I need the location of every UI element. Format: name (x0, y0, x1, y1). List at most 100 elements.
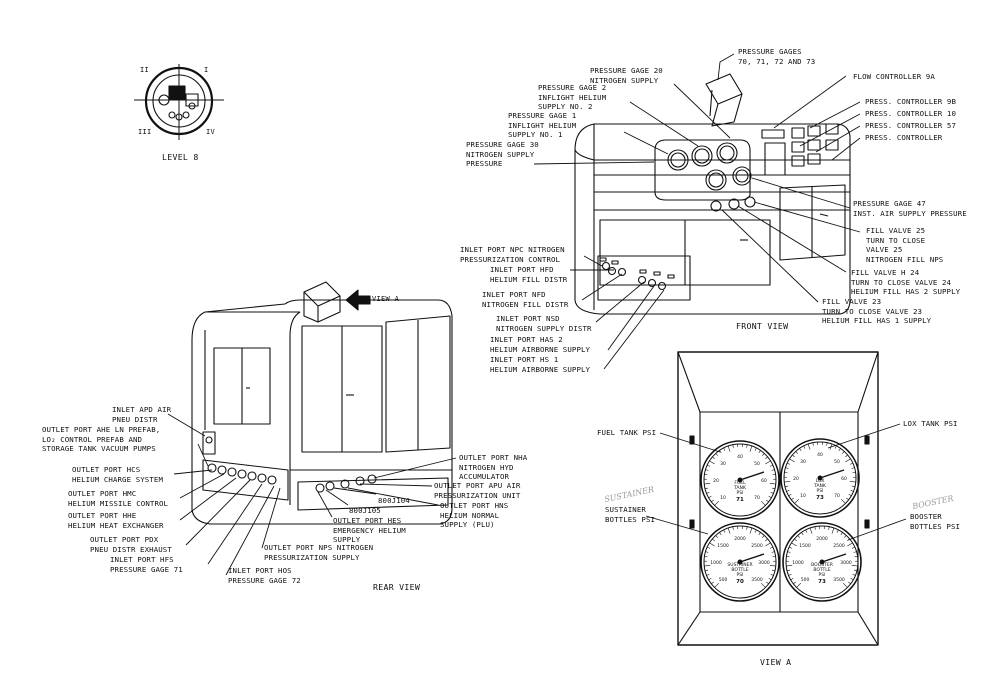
dial-tick-label: 1500 (799, 543, 811, 549)
label-line: PRESSURE GAGE 1 (508, 111, 577, 120)
dial-tick-label: 1000 (710, 560, 722, 566)
label-line: VALVE 25 (866, 245, 903, 255)
label-line: PRESSURIZATION SUPPLY (264, 552, 360, 562)
label-800j104: 800J104 (378, 496, 410, 506)
label-line: TURN TO CLOSE (866, 235, 926, 245)
label-line: NITROGEN SUPPLY (590, 75, 659, 85)
dial-tick-label: 500 (719, 577, 728, 583)
dial-face-label: BOOSTER (811, 562, 833, 568)
dial-tick-label: 1500 (717, 543, 729, 549)
dial-tick-label: 3500 (751, 577, 763, 583)
view-a-arrow-label: VIEW A (372, 295, 400, 303)
dial-tick-label: 2500 (751, 543, 763, 549)
label-line: OUTLET PORT APU AIR (434, 481, 521, 490)
label-line: OUTLET PORT NHA (459, 453, 528, 462)
label-line: PRESS. CONTROLLER 10 (865, 109, 956, 118)
label-line: HELIUM NORMAL (440, 510, 500, 520)
label-line: OUTLET PORT AHE LN PREFAB, (42, 425, 161, 434)
dial-face-label: BOTTLE (731, 567, 748, 573)
dial-face-label: TANK (733, 485, 747, 491)
rear-cabinet (191, 281, 453, 525)
label-line: OUTLET PORT HCS (72, 465, 141, 474)
label-line: BOTTLES PSI (910, 521, 961, 531)
dial-tick-label: 30 (800, 459, 806, 465)
label-line: 70, 71, 72 AND 73 (738, 56, 816, 66)
label-line: EMERGENCY HELIUM (333, 525, 406, 535)
label-line: HELIUM MISSILE CONTROL (68, 498, 169, 508)
view-a-dials: 10203040506070FUELTANKPSI711020304050607… (700, 438, 862, 602)
label-flow-controller-9a: FLOW CONTROLLER 9A (853, 72, 935, 82)
label-line: INLET PORT HS 1 (490, 355, 559, 364)
label-line: HELIUM AIRBORNE SUPPLY (490, 364, 591, 374)
label-line: OUTLET PORT HNS (440, 501, 509, 510)
front-view-title: FRONT VIEW (736, 321, 789, 331)
dial-tick-label: 40 (737, 454, 743, 460)
label-line: FILL VALVE H 24 (851, 268, 920, 277)
dial-face-label: FUEL (734, 480, 746, 486)
label-press-controller-57: PRESS. CONTROLLER 57 (865, 121, 956, 131)
label-line: INLET PORT HFS (110, 555, 174, 564)
label-line: SUPPLY NO. 1 (508, 130, 563, 140)
label-line: PRESS. CONTROLLER 57 (865, 121, 956, 130)
dial-face-label: SUSTAINER (727, 562, 752, 568)
quadrant-label-3: III (138, 128, 152, 136)
dial-number: 73 (818, 579, 826, 585)
label-line: NITROGEN FILL NPS (866, 254, 944, 264)
label-line: FILL VALVE 25 (866, 226, 926, 235)
label-line: PRESSURIZATION CONTROL (460, 254, 561, 264)
label-line: HELIUM FILL HAS 2 SUPPLY (851, 287, 961, 297)
label-line: SUPPLY (333, 535, 361, 545)
dial-tick-label: 50 (834, 459, 840, 465)
label-line: SUPPLY NO. 2 (538, 102, 593, 112)
dial-face-label: PSI (819, 572, 826, 578)
label-line: OUTLET PORT HES (333, 516, 402, 525)
quadrant-label-1: I (204, 66, 209, 74)
label-line: PRESSURE GAGE 30 (466, 140, 539, 149)
label-line: INLET PORT NFD (482, 290, 546, 299)
label-outlet-port-ahe: OUTLET PORT AHE LN PREFAB,LO₂ CONTROL PR… (42, 425, 160, 454)
label-line: INLET APD AIR (112, 405, 172, 414)
label-line: 800J105 (349, 506, 381, 515)
label-press-controller-10: PRESS. CONTROLLER 10 (865, 109, 956, 119)
label-line: PRESS. CONTROLLER 9B (865, 97, 956, 106)
dial-tick-label: 20 (793, 476, 799, 482)
level-badge-icon (134, 64, 224, 140)
dial-tick-label: 1000 (792, 560, 804, 566)
label-line: PNEU DISTR (112, 414, 158, 424)
dial-tick-label: 60 (761, 478, 767, 484)
label-line: INLET PORT HOS (228, 566, 292, 575)
label-line: TURN TO CLOSE VALVE 24 (851, 277, 952, 287)
dial-tick-label: 10 (800, 493, 806, 499)
label-lox-tank-psi: LOX TANK PSI (903, 419, 958, 429)
label-line: OUTLET PORT PDX (90, 535, 159, 544)
view-a-title: VIEW A (760, 657, 792, 667)
dial-number: 70 (736, 579, 744, 585)
label-line: TURN TO CLOSE VALVE 23 (822, 306, 923, 316)
label-line: SUPPLY (PLU) (440, 520, 495, 530)
dial-tick-label: 10 (720, 495, 726, 501)
label-line: FILL VALVE 23 (822, 297, 882, 306)
label-press-controller: PRESS. CONTROLLER (865, 133, 942, 143)
label-line: PRESSURE GAGE 72 (228, 575, 301, 585)
label-line: HELIUM FILL DISTR (490, 274, 568, 284)
label-line: STORAGE TANK VACUUM PUMPS (42, 444, 156, 454)
sustainer-dial: 500100015002000250030003500SUSTAINERBOTT… (700, 522, 780, 602)
label-line: PRESSURE GAGE 2 (538, 83, 607, 92)
